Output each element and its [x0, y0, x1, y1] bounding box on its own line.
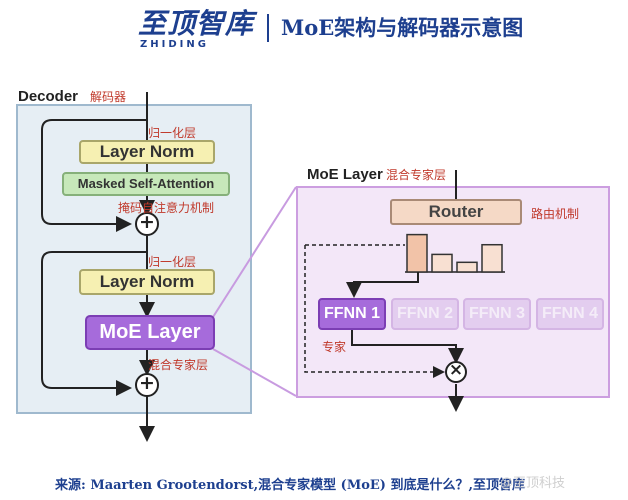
masked-self-attention-cn: 掩码自注意力机制: [118, 201, 215, 215]
moe-layer-block: MoE Layer: [85, 315, 215, 350]
router-to-expert-arrow: [346, 272, 419, 298]
logo-text: 至顶智库: [138, 7, 255, 40]
expert-ffnn-3: FFNN 3: [463, 298, 531, 330]
add-symbol-1: +: [139, 211, 155, 233]
moe-layer-title: MoE Layer: [307, 166, 383, 183]
dashed-skip-arrow: [304, 245, 445, 378]
source-caption: 来源: Maarten Grootendorst,混合专家模型 (MoE) 到底…: [55, 478, 525, 493]
moe-layer-title-cn: 混合专家层: [386, 168, 447, 182]
add-symbol-2: +: [139, 372, 155, 394]
router-score-bar-4: [481, 243, 503, 273]
decoder-title: Decoder: [18, 88, 79, 105]
router-score-bar-3: [456, 261, 478, 273]
header-divider: [267, 14, 269, 42]
watermark: @至顶科技: [500, 476, 566, 491]
router-cn: 路由机制: [531, 207, 580, 221]
router-score-bar-1: [406, 233, 428, 273]
zoom-line-bottom: [212, 348, 297, 397]
expert-cn: 专家: [322, 340, 347, 354]
expert-ffnn-2: FFNN 2: [391, 298, 459, 330]
multiply-symbol: ×: [448, 360, 464, 380]
decoder-title-cn: 解码器: [90, 90, 127, 104]
moe-layer-block-cn: 混合专家层: [148, 358, 209, 372]
router-score-bar-2: [431, 253, 453, 273]
expert-output-arrow: [351, 330, 464, 364]
router-block: Router: [390, 199, 522, 225]
add-node-2: [135, 373, 159, 397]
masked-self-attention: Masked Self-Attention: [62, 172, 230, 196]
expert-ffnn-1: FFNN 1: [318, 298, 386, 330]
add-node-1: [135, 212, 159, 236]
expert-ffnn-4: FFNN 4: [536, 298, 604, 330]
logo-subtext: ZHIDING: [140, 39, 209, 50]
brand-logo: 至顶智库 ZHIDING: [138, 8, 258, 52]
router-scores: [406, 233, 503, 273]
layer-norm-1-cn: 归一化层: [148, 126, 197, 140]
residual-connection-2: [41, 251, 147, 396]
residual-connection-1: [41, 119, 147, 232]
layer-norm-2: Layer Norm: [79, 269, 215, 295]
layer-norm-2-cn: 归一化层: [148, 255, 197, 269]
zoom-line-top: [212, 186, 297, 318]
multiply-node: [445, 361, 467, 383]
page-title: MoE架构与解码器示意图: [281, 15, 524, 40]
layer-norm-1: Layer Norm: [79, 140, 215, 164]
